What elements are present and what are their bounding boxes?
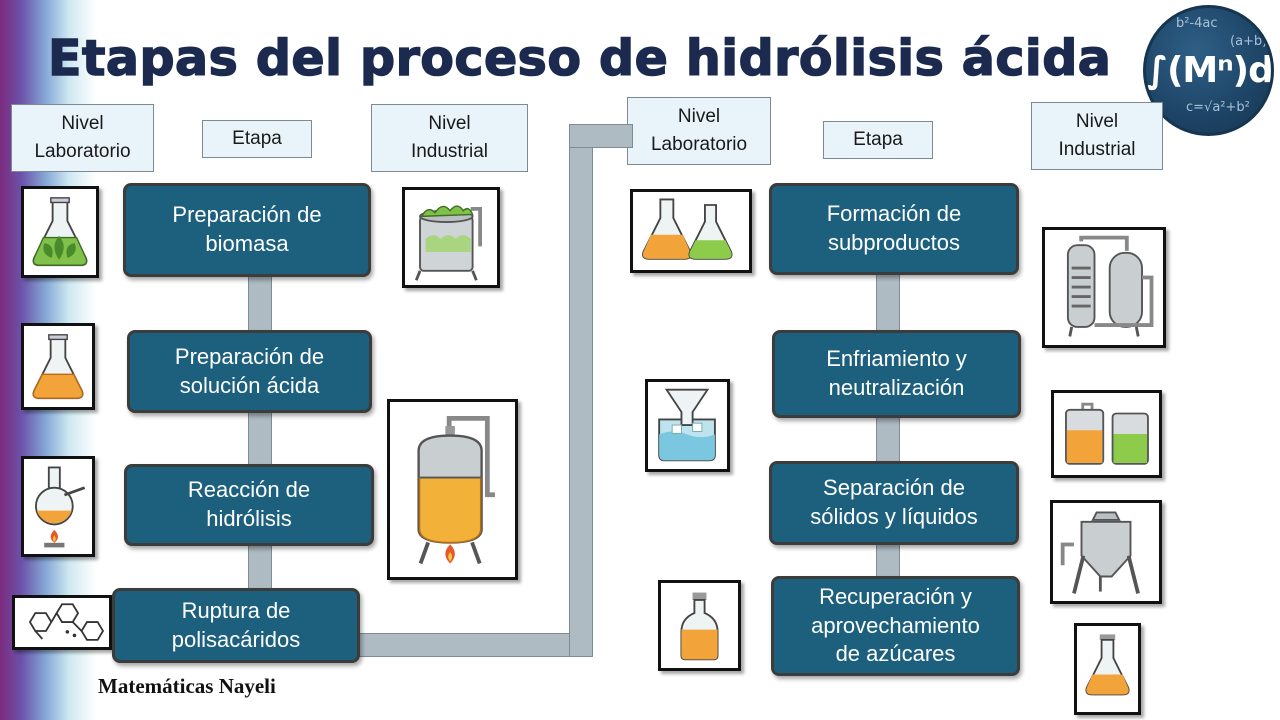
pipe-center-vertical <box>569 124 593 657</box>
logo-math-quadratic: b²-4ac <box>1176 16 1218 31</box>
logo: b²-4ac (a+b) c=√a²+b² ∫(Mⁿ)dM <box>1143 5 1274 136</box>
logo-math-pythagoras: c=√a²+b² <box>1186 100 1250 115</box>
flask-with-leaves-icon <box>21 186 99 278</box>
distillation-column-icon <box>1042 227 1166 348</box>
orange-flask-icon <box>21 323 95 410</box>
header-lab-right: Nivel Laboratorio <box>627 97 771 165</box>
stage-byproduct-formation: Formación de subproductos <box>769 183 1019 275</box>
header-industrial-right: Nivel Industrial <box>1031 102 1163 170</box>
header-industrial-left: Nivel Industrial <box>371 104 528 172</box>
pipe-left-vertical <box>248 272 272 597</box>
pipe-bottom-horizontal <box>357 633 593 657</box>
stage-hydrolysis-reaction: Reacción de hidrólisis <box>124 464 374 546</box>
small-bottle-icon <box>658 580 741 671</box>
logo-mark: ∫(Mⁿ)dM <box>1146 50 1273 91</box>
logo-math-sum: (a+b) <box>1230 34 1268 49</box>
molecule-structure-icon <box>12 595 112 650</box>
funnel-ice-bath-icon <box>645 379 730 472</box>
header-stage-right: Etapa <box>823 121 933 159</box>
stage-acid-solution-preparation: Preparación de solución ácida <box>127 330 372 413</box>
stage-sugar-recovery: Recuperación y aprovechamiento de azúcar… <box>771 576 1020 676</box>
cone-silo-icon <box>1050 500 1162 604</box>
round-flask-burner-icon <box>21 456 95 557</box>
heated-reactor-icon <box>387 399 518 580</box>
pipe-top-connector <box>569 124 633 148</box>
header-stage-left: Etapa <box>202 120 312 158</box>
page-title: Etapas del proceso de hidrólisis ácida <box>47 29 1112 88</box>
stage-cooling-neutralization: Enfriamiento y neutralización <box>772 330 1021 418</box>
stage-biomass-preparation: Preparación de biomasa <box>123 183 371 277</box>
biomass-tank-icon <box>402 187 500 288</box>
header-lab-left: Nivel Laboratorio <box>11 104 154 172</box>
author-credit: Matemáticas Nayeli <box>98 674 276 698</box>
two-tanks-icon <box>1051 390 1162 478</box>
product-flask-icon <box>1074 623 1141 715</box>
two-flasks-icon <box>630 189 752 273</box>
stage-polysaccharide-breakdown: Ruptura de polisacáridos <box>112 588 360 663</box>
stage-solid-liquid-separation: Separación de sólidos y líquidos <box>769 461 1019 545</box>
